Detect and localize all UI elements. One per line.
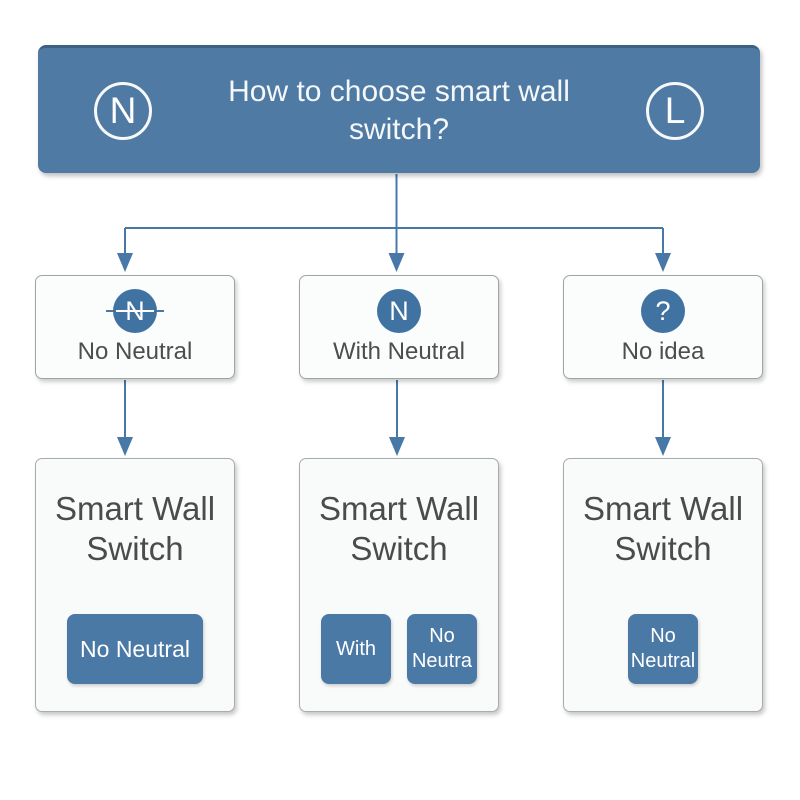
product-tags: No Neutral xyxy=(564,614,762,684)
no-neutral-icon: N xyxy=(106,289,164,333)
with-neutral-icon: N xyxy=(370,289,428,333)
product-box-with-neutral: Smart Wall Switch With No Neutra xyxy=(299,458,499,712)
decision-label: With Neutral xyxy=(332,338,466,365)
icon-letter: N xyxy=(389,295,409,326)
neutral-wire-badge-icon: N xyxy=(94,81,152,140)
tag-no-neutral: No Neutral xyxy=(67,614,203,684)
decision-box-no-idea: ? No idea xyxy=(563,275,763,379)
product-tags: With No Neutra xyxy=(300,614,498,684)
product-title: Smart Wall Switch xyxy=(54,490,216,567)
decision-box-no-neutral: N No Neutral xyxy=(35,275,235,379)
decision-label: No idea xyxy=(621,338,705,365)
tag-no-neutral: No Neutra xyxy=(407,614,477,684)
neutral-badge-letter: N xyxy=(109,90,137,131)
tag-with: With xyxy=(321,614,391,684)
question-circle-icon: ? xyxy=(641,289,685,333)
product-box-no-neutral: Smart Wall Switch No Neutral xyxy=(35,458,235,712)
live-badge-letter: L xyxy=(664,90,686,131)
product-tags: No Neutral xyxy=(36,614,234,684)
live-wire-badge-icon: L xyxy=(646,81,704,140)
decision-box-with-neutral: N With Neutral xyxy=(299,275,499,379)
product-title: Smart Wall Switch xyxy=(582,490,744,567)
page-title: How to choose smart wall switch? xyxy=(228,75,570,146)
icon-letter: N xyxy=(125,295,145,326)
question-icon: ? xyxy=(634,289,692,333)
icon-letter: ? xyxy=(655,295,671,326)
header-banner: N How to choose smart wall switch? L xyxy=(38,45,760,173)
product-title: Smart Wall Switch xyxy=(318,490,480,567)
decision-label: No Neutral xyxy=(77,338,193,365)
neutral-circle-icon: N xyxy=(113,289,157,333)
product-box-no-idea: Smart Wall Switch No Neutral xyxy=(563,458,763,712)
tag-no-neutral: No Neutral xyxy=(628,614,698,684)
neutral-circle-icon: N xyxy=(377,289,421,333)
